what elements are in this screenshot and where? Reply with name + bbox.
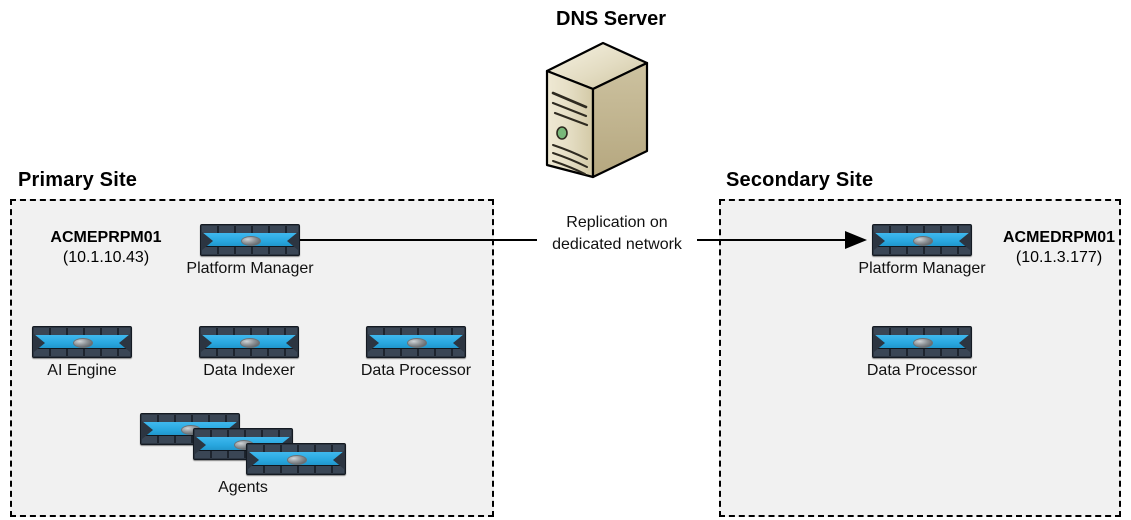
node-primary-platform-manager[interactable]: Platform Manager [186,224,314,277]
network-appliance-icon [246,443,346,475]
node-label: Platform Manager [858,260,986,277]
node-label: Platform Manager [186,260,314,277]
node-label: AI Engine [47,362,117,379]
primary-site-title: Primary Site [18,169,138,191]
node-primary-data-indexer[interactable]: Data Indexer [199,326,299,379]
primary-hostname: ACMEPRPM01 [50,229,162,246]
replication-label: Replication on dedicated network [537,212,697,256]
network-appliance-icon [200,224,300,256]
node-secondary-data-processor[interactable]: Data Processor [867,326,977,379]
node-label: Data Processor [360,362,472,379]
network-appliance-icon [199,326,299,358]
network-appliance-icon [140,413,240,445]
node-primary-data-processor[interactable]: Data Processor [361,326,471,379]
network-appliance-icon [872,326,972,358]
node-label: Agents [218,479,268,496]
secondary-host-annotation: ACMEDRPM01 (10.1.3.177) [991,228,1127,268]
node-label: Data Processor [866,362,978,379]
node-primary-ai-engine[interactable]: AI Engine [32,326,132,379]
node-label: Data Indexer [203,362,295,379]
secondary-hostname: ACMEDRPM01 [1002,229,1115,246]
network-appliance-icon [366,326,466,358]
tower-server-icon [541,41,653,181]
node-secondary-platform-manager[interactable]: Platform Manager [858,224,986,277]
arrow-right-icon [845,231,867,249]
network-appliance-stack-icon [140,413,346,475]
secondary-host-ip: (10.1.3.177) [1015,249,1103,266]
secondary-site-title: Secondary Site [726,169,874,191]
network-appliance-icon [872,224,972,256]
primary-host-annotation: ACMEPRPM01 (10.1.10.43) [38,228,174,268]
replication-label-line2: dedicated network [552,236,682,253]
primary-host-ip: (10.1.10.43) [62,249,150,266]
network-appliance-icon [32,326,132,358]
dns-server-title: DNS Server [556,8,667,30]
replication-label-line1: Replication on [566,214,668,231]
